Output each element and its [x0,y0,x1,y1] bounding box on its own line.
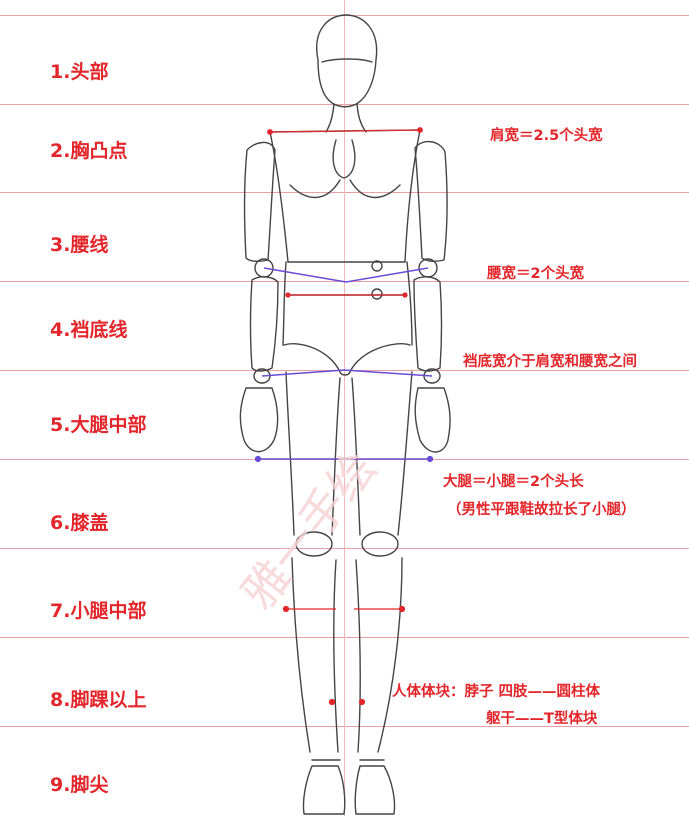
shoulder-width-note: 肩宽＝2.5个头宽 [490,128,603,144]
step-label-5: 5.大腿中部 [50,414,147,436]
step-label-7: 7.小腿中部 [50,600,147,622]
step-label-6: 6.膝盖 [50,512,109,534]
thigh-length-note: 大腿＝小腿＝2个头长 [443,474,584,490]
step-label-9: 9.脚尖 [50,774,109,796]
watermark-text: 雅一手绘 [231,441,387,619]
step-label-8: 8.脚踝以上 [50,689,147,711]
thigh-length-subnote: （男性平跟鞋故拉长了小腿） [447,502,636,518]
waist-width-note: 腰宽＝2个头宽 [487,266,585,282]
body-blocks-note-line1: 人体体块：脖子 四肢——圆柱体 [392,684,601,700]
step-label-1: 1.头部 [50,61,109,83]
step-label-4: 4.裆底线 [50,319,128,341]
center-axis-line [344,0,345,816]
crotch-width-note: 裆底宽介于肩宽和腰宽之间 [463,354,637,370]
step-label-2: 2.胸凸点 [50,140,128,162]
body-blocks-note-line2: 躯干——T型体块 [486,711,598,727]
step-label-3: 3.腰线 [50,234,109,256]
